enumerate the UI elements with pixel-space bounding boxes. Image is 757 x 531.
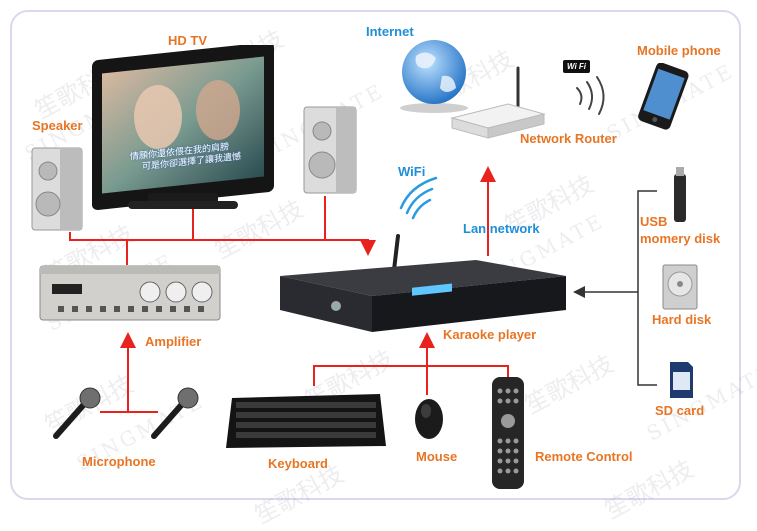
label-wifi: WiFi bbox=[398, 164, 426, 179]
label-usb: USB bbox=[640, 214, 668, 229]
label-microphone: Microphone bbox=[82, 454, 156, 469]
hard-disk-image bbox=[662, 264, 698, 310]
remote-control-image bbox=[492, 377, 524, 489]
diagram-frame bbox=[10, 10, 741, 500]
link-inputs-bus bbox=[313, 365, 509, 386]
label-speaker: Speaker bbox=[32, 118, 83, 133]
mobile-waves bbox=[576, 76, 605, 115]
wifi-waves bbox=[399, 176, 438, 220]
label-karaoke-player: Karaoke player bbox=[443, 327, 537, 342]
internet-globe-image bbox=[400, 40, 468, 113]
label-hd-tv: HD TV bbox=[168, 33, 207, 48]
keyboard-image bbox=[226, 394, 386, 448]
label-internet: Internet bbox=[366, 24, 414, 39]
label-mouse: Mouse bbox=[416, 449, 458, 464]
hd-tv-image bbox=[92, 45, 274, 210]
karaoke-player-image bbox=[280, 234, 566, 332]
label-network-router: Network Router bbox=[520, 131, 617, 146]
label-lan-network: Lan network bbox=[463, 221, 540, 236]
diagram-stage: 笙歌科技 笙歌科技 笙歌科技 SINGMATE SINGMATE SINGMAT… bbox=[10, 10, 757, 530]
left-speaker-image bbox=[31, 147, 83, 231]
label-keyboard: Keyboard bbox=[268, 456, 328, 471]
microphone-right-image bbox=[151, 387, 199, 439]
microphone-left-image bbox=[53, 387, 101, 439]
link-left-speaker bbox=[69, 232, 325, 241]
network-router-image bbox=[450, 66, 546, 139]
label-mobile-phone: Mobile phone bbox=[637, 43, 721, 58]
sd-card-image bbox=[670, 362, 693, 398]
amplifier-image bbox=[39, 265, 221, 321]
mouse-image bbox=[415, 399, 443, 439]
label-remote-control: Remote Control bbox=[535, 449, 633, 464]
label-sd-card: SD card bbox=[655, 403, 705, 418]
connection-lines bbox=[69, 76, 657, 413]
link-speakers-to-karaoke bbox=[325, 239, 376, 256]
wifi-badge: Wi Fi bbox=[563, 60, 590, 73]
link-storage-bracket bbox=[637, 190, 657, 386]
right-speaker-image bbox=[303, 106, 357, 194]
label-usb-memory-disk: momery disk bbox=[640, 231, 721, 246]
mobile-phone-image bbox=[638, 63, 689, 130]
label-hard-disk: Hard disk bbox=[652, 312, 712, 327]
usb-disk-image bbox=[674, 167, 686, 222]
label-amplifier: Amplifier bbox=[145, 334, 202, 349]
